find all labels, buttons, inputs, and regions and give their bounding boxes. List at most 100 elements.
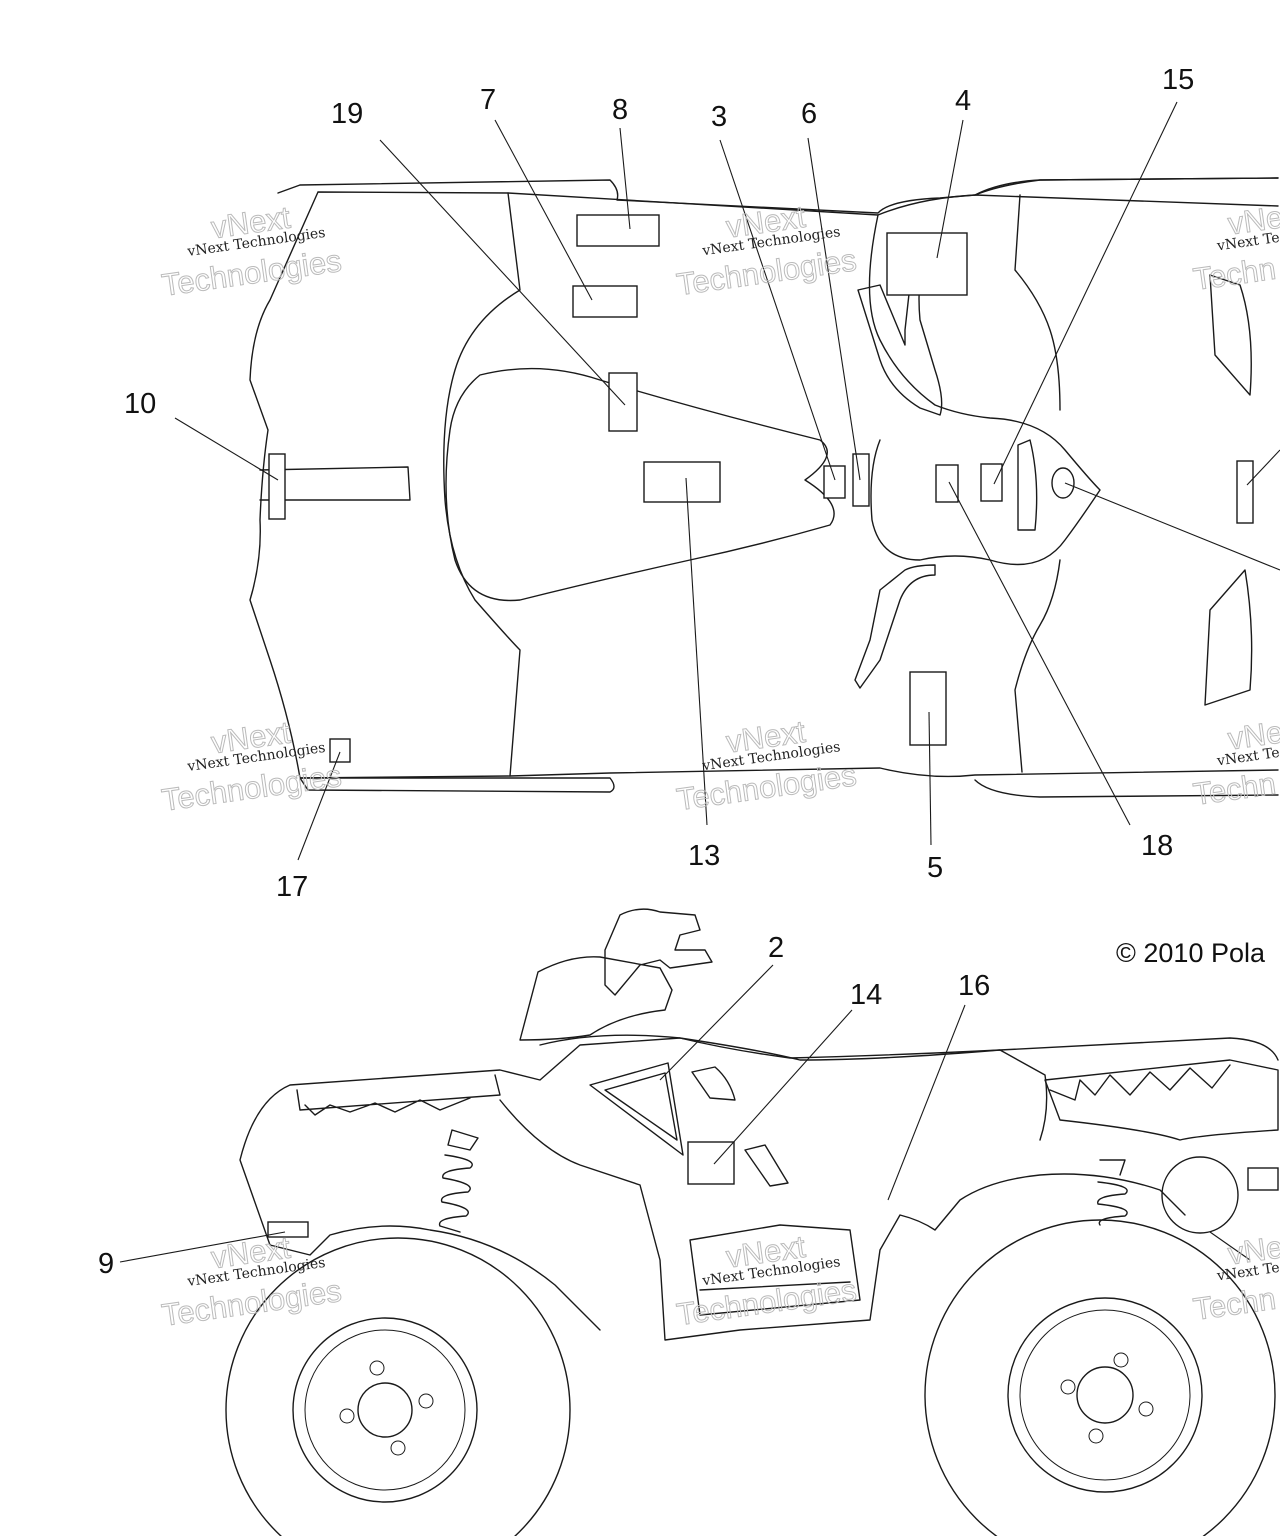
decal-3 bbox=[823, 465, 846, 499]
rear-lug-1 bbox=[369, 1360, 385, 1376]
watermark-partial-outline-6: Techn bbox=[1191, 1281, 1278, 1327]
tank-slot bbox=[691, 1066, 789, 1187]
watermark-3: vNext vNext Technologies Technologies bbox=[159, 714, 344, 818]
leader-side-front bbox=[1209, 1231, 1251, 1261]
headlight-pod bbox=[1017, 439, 1038, 531]
callout-13: 13 bbox=[688, 840, 720, 872]
decal-4 bbox=[886, 232, 968, 296]
gas-cap bbox=[1051, 467, 1075, 499]
decal-10 bbox=[268, 453, 286, 520]
leader-15 bbox=[993, 101, 1178, 485]
watermark-partial-outline-3: vNe bbox=[1226, 714, 1280, 756]
callout-19: 19 bbox=[331, 98, 363, 130]
seat-tank bbox=[539, 1034, 1048, 1141]
decal-13 bbox=[643, 461, 721, 503]
front-lug-3 bbox=[1138, 1401, 1154, 1417]
leader-front-edge bbox=[1246, 449, 1280, 486]
decal-19 bbox=[608, 372, 638, 432]
watermark-partial-3: vNe vNext Te Techn bbox=[1191, 1229, 1280, 1328]
callout-4: 4 bbox=[955, 85, 971, 117]
leader-14 bbox=[713, 1009, 853, 1165]
front-rack-slot-bottom bbox=[1204, 569, 1253, 706]
decal-6 bbox=[852, 453, 870, 507]
callout-9: 9 bbox=[98, 1248, 114, 1280]
callout-16: 16 bbox=[958, 970, 990, 1002]
rear-lug-3 bbox=[339, 1408, 355, 1424]
callout-17: 17 bbox=[276, 871, 308, 903]
leader-3 bbox=[719, 139, 836, 481]
watermark-5: vNext vNext Technologies Technologies bbox=[159, 1229, 344, 1333]
decal-front-edge bbox=[1236, 460, 1254, 524]
rear-hub bbox=[357, 1382, 413, 1438]
front-tire bbox=[924, 1219, 1276, 1536]
callout-14: 14 bbox=[850, 979, 882, 1011]
watermark-partial-outline-5: vNe bbox=[1226, 1229, 1280, 1271]
leader-9 bbox=[119, 1231, 286, 1263]
front-rack-slot-top bbox=[1209, 274, 1252, 396]
watermark-partial-2: vNe vNext Te Techn bbox=[1191, 714, 1280, 813]
callout-6: 6 bbox=[801, 98, 817, 130]
front-rim bbox=[1007, 1297, 1203, 1493]
leader-7 bbox=[494, 119, 593, 301]
leader-10 bbox=[174, 417, 279, 481]
leader-4 bbox=[936, 119, 964, 259]
leader-16 bbox=[887, 1004, 966, 1201]
rear-tire bbox=[225, 1237, 571, 1536]
front-lug-2 bbox=[1060, 1379, 1076, 1395]
front-lug-1 bbox=[1113, 1352, 1129, 1368]
rear-shock bbox=[438, 1129, 479, 1233]
leader-5 bbox=[928, 711, 932, 846]
callout-10: 10 bbox=[124, 388, 156, 420]
rear-rim-inner bbox=[304, 1329, 466, 1491]
front-rack-outline bbox=[974, 177, 1279, 798]
watermark-partial-outline-4: Techn bbox=[1191, 766, 1278, 812]
handlebar-pod bbox=[519, 908, 713, 1041]
front-shock-cap bbox=[1161, 1156, 1239, 1234]
callout-15: 15 bbox=[1162, 64, 1194, 96]
atv-side-view: 2 14 16 9 © 2010 Pola bbox=[98, 908, 1279, 1536]
rear-rack-outline bbox=[277, 177, 1279, 793]
front-fender bbox=[1044, 1059, 1279, 1141]
rear-rim bbox=[292, 1317, 478, 1503]
front-lug-4 bbox=[1088, 1428, 1104, 1444]
tank-triangle bbox=[589, 1062, 684, 1156]
watermark-partial-1: vNe vNext Te Techn bbox=[1191, 199, 1280, 298]
callout-3: 3 bbox=[711, 101, 727, 133]
leader-17 bbox=[297, 751, 341, 861]
watermark-1: vNext vNext Technologies Technologies bbox=[159, 199, 344, 303]
rear-fender-line bbox=[443, 192, 521, 777]
leader-gas-cap bbox=[1064, 482, 1280, 571]
front-body bbox=[868, 194, 1101, 773]
copyright-text: © 2010 Pola bbox=[1116, 938, 1266, 968]
atv-top-view: 19 7 8 3 6 4 15 10 13 5 18 17 bbox=[124, 64, 1280, 903]
callout-7: 7 bbox=[480, 84, 496, 116]
rear-hitch bbox=[259, 466, 411, 501]
watermark-partial-outline-1: vNe bbox=[1226, 199, 1280, 241]
callout-2: 2 bbox=[768, 932, 784, 964]
decal-7 bbox=[572, 285, 638, 318]
rear-rack-rail bbox=[296, 1074, 501, 1116]
watermark-4: vNext vNext Technologies Technologies bbox=[674, 713, 859, 817]
leader-6 bbox=[807, 137, 861, 481]
front-rim-inner bbox=[1019, 1309, 1191, 1481]
footwell bbox=[689, 1224, 861, 1316]
front-shock bbox=[1097, 1159, 1128, 1226]
rear-lug-2 bbox=[418, 1393, 434, 1409]
leader-13 bbox=[685, 477, 708, 826]
decal-14 bbox=[687, 1141, 735, 1185]
rear-lug-4 bbox=[390, 1440, 406, 1456]
front-hub bbox=[1076, 1366, 1134, 1424]
callout-8: 8 bbox=[612, 94, 628, 126]
decal-18 bbox=[935, 464, 959, 503]
seat-outline bbox=[445, 367, 835, 602]
leader-8 bbox=[619, 127, 631, 230]
callout-5: 5 bbox=[927, 852, 943, 884]
decal-5 bbox=[909, 671, 947, 746]
decal-17 bbox=[329, 738, 351, 763]
leader-19 bbox=[379, 139, 626, 406]
callout-18: 18 bbox=[1141, 830, 1173, 862]
decal-15 bbox=[980, 463, 1003, 502]
watermark-partial-outline-2: Techn bbox=[1191, 251, 1278, 297]
side-panel bbox=[499, 1099, 1186, 1341]
